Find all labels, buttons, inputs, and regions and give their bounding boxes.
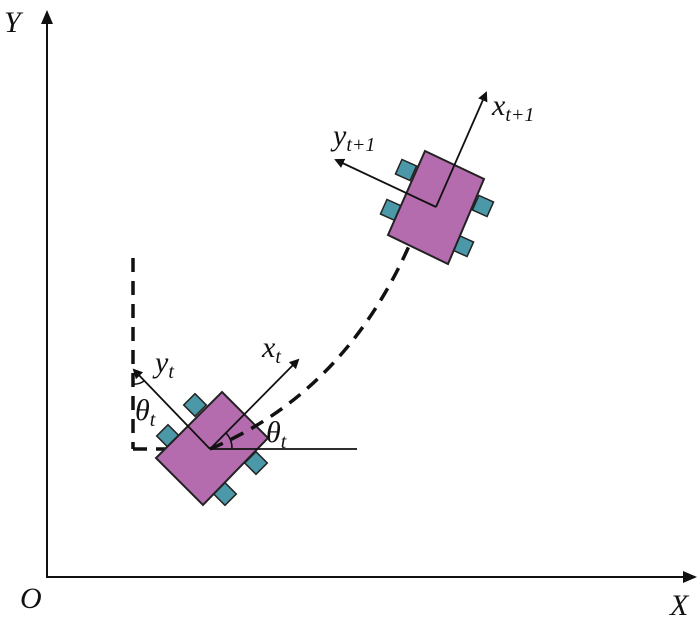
x-t1-label: xt+1: [491, 89, 534, 126]
theta-arc-vertical: [132, 380, 145, 385]
x-t1-arrow: [435, 91, 488, 208]
wheel: [394, 158, 418, 182]
wheel: [471, 194, 495, 218]
origin-label: O: [20, 582, 42, 615]
y-t-label: yt: [152, 346, 174, 383]
y-t1-label: yt+1: [330, 119, 375, 156]
robot-body: [386, 149, 486, 266]
x-t-arrow: [209, 358, 300, 450]
wheel: [182, 392, 208, 418]
y-axis-label: Y: [4, 6, 24, 39]
robot-t-plus-1: [334, 91, 495, 266]
theta-t-label-right: θt: [266, 416, 287, 453]
trajectory-dashed: [209, 231, 417, 451]
theta-t-label-left: θt: [135, 394, 156, 431]
x-t-label: xt: [261, 331, 281, 368]
theta-arc-heading: [225, 432, 233, 450]
x-axis-label: X: [669, 589, 690, 622]
y-t1-arrow: [334, 158, 437, 208]
y-t-arrow: [132, 368, 211, 450]
